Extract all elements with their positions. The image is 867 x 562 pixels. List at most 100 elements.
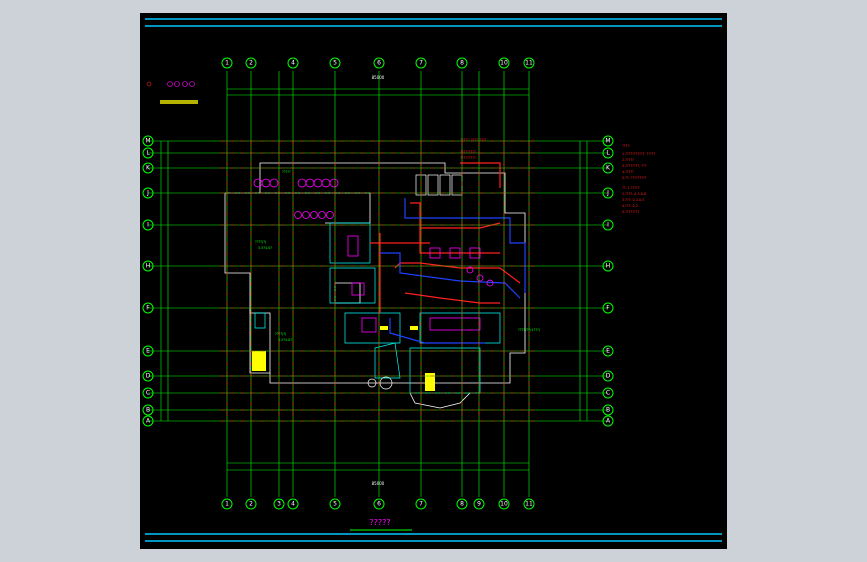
svg-text:?????????: ????????? [460,150,476,154]
svg-text:J: J [146,190,149,197]
drawing-title: ????? [369,518,390,527]
grid-bubble-bottom-1: 1 [221,498,233,510]
svg-text:C: C [606,390,610,397]
svg-text:1: 1 [225,60,229,67]
svg-text:7: 7 [419,501,423,508]
svg-text:8: 8 [460,501,464,508]
svg-text:3.????????, ???: 3.????????, ??? [622,164,647,168]
grid-bubble-right-E: E [602,345,614,357]
grid-bubble-left-E: E [142,345,154,357]
svg-text:B: B [146,407,150,414]
svg-text:2: 2 [249,501,253,508]
svg-text:F: F [606,305,610,312]
svg-text:E: E [146,348,150,355]
svg-text:10: 10 [500,501,508,508]
pipe-return [380,198,526,344]
svg-text:L: L [606,150,610,157]
grid-bubble-left-C: C [142,387,154,399]
grid-bubble-bottom-10: 10 [498,498,510,510]
grid-bubble-left-H: H [142,260,154,272]
grid-bubble-bottom-11: 11 [523,498,535,510]
svg-text:F: F [146,305,150,312]
svg-text:I: I [147,222,149,229]
grid-bubble-left-L: L [142,147,154,159]
svg-text:M: M [605,138,610,145]
grid-bubble-left-K: K [142,162,154,174]
svg-text:1.???????????, ?????: 1.???????????, ????? [622,152,655,156]
svg-text:A: A [146,418,151,425]
svg-text:D: D [606,373,611,380]
cad-drawing-sheet: ????? ????(?) 3.5?4.0? ????(?) 3.5?4.0? … [140,13,727,549]
grid-bubble-left-D: D [142,370,154,382]
grid-bubble-top-11: 11 [523,57,535,69]
svg-text:?????: ?????????: ?????: ????????? [460,138,487,142]
svg-text:8: 8 [460,60,464,67]
svg-text:7: 7 [419,60,423,67]
grid-bubble-top-2: 2 [245,57,257,69]
svg-text:3: 3 [277,501,281,508]
grid-bubble-bottom-8: 8 [456,498,468,510]
grid-bubble-right-K: K [602,162,614,174]
top-total-dimension: 85000 [372,75,385,80]
plan-labels: ????? ????(?) 3.5?4.0? ????(?) 3.5?4.0? … [255,170,540,342]
dimension-lines: 85000 85000 [160,75,588,486]
grid-bubble-right-H: H [602,260,614,272]
grid-bubble-bottom-4: 4 [287,498,299,510]
svg-text:11: 11 [525,60,533,67]
grid-bubble-bottom-9: 9 [473,498,485,510]
tanks [367,174,463,390]
grid-bubble-right-C: C [602,387,614,399]
grid-bubble-right-I: I [602,219,614,231]
grid-bubble-right-L: L [602,147,614,159]
svg-text:????:: ????: [622,144,630,148]
svg-text:D: D [146,373,151,380]
grid-bubble-right-M: M [602,135,614,147]
svg-text:3.5?4.0?: 3.5?4.0? [258,246,272,250]
grid-bubble-top-5: 5 [329,57,341,69]
grid-bubble-top-10: 10 [498,57,510,69]
svg-text:2.????: 0.5-0.8: 2.????: 0.5-0.8 [622,192,646,196]
grid-bubble-left-I: I [142,219,154,231]
grid-bubble-right-F: F [602,302,614,314]
yellow-details [252,326,435,391]
svg-text:E: E [606,348,610,355]
grid-bubble-bottom-2: 2 [245,498,257,510]
svg-text:5: 5 [333,60,337,67]
svg-text:6: 6 [377,501,381,508]
svg-text:4: 4 [291,501,295,508]
svg-text:????(?): ????(?) [275,332,286,336]
svg-text:M: M [145,138,150,145]
grid-bubble-left-M: M [142,135,154,147]
bottom-total-dimension: 85000 [372,481,385,486]
svg-text:2.?????: 2.????? [622,158,634,162]
grid-bubble-top-8: 8 [456,57,468,69]
svg-text:3.5?4.0?: 3.5?4.0? [278,338,292,342]
title-frame [145,18,722,542]
svg-text:5.??: ?????????: 5.??: ????????? [622,176,647,180]
equipment-units [253,178,494,333]
svg-text:K: K [606,165,611,172]
svg-text:J: J [606,190,609,197]
grid-bubble-bottom-6: 6 [373,498,385,510]
grid-bubble-left-A: A [142,415,154,427]
svg-text:6: 6 [377,60,381,67]
grid-bubble-left-F: F [142,302,154,314]
svg-text:A: A [606,418,611,425]
svg-text:4: 4 [291,60,295,67]
grid-bubble-bottom-5: 5 [329,498,341,510]
svg-text:?????????: ????????? [460,156,476,160]
svg-text:5.????????: 5.???????? [622,210,639,214]
svg-text:3.???: 0.3-0.5: 3.???: 0.3-0.5 [622,198,644,202]
svg-text:B: B [606,407,610,414]
pipe-supply [370,162,521,313]
svg-text:K: K [146,165,151,172]
svg-text:2: 2 [249,60,253,67]
svg-text:11: 11 [525,501,533,508]
svg-text:5: 5 [333,501,337,508]
grid-bubble-right-A: A [602,415,614,427]
grid-bubble-right-D: D [602,370,614,382]
grid-bubble-bottom-7: 7 [415,498,427,510]
grid-bubble-top-1: 1 [221,57,233,69]
axis-grid [148,71,608,497]
